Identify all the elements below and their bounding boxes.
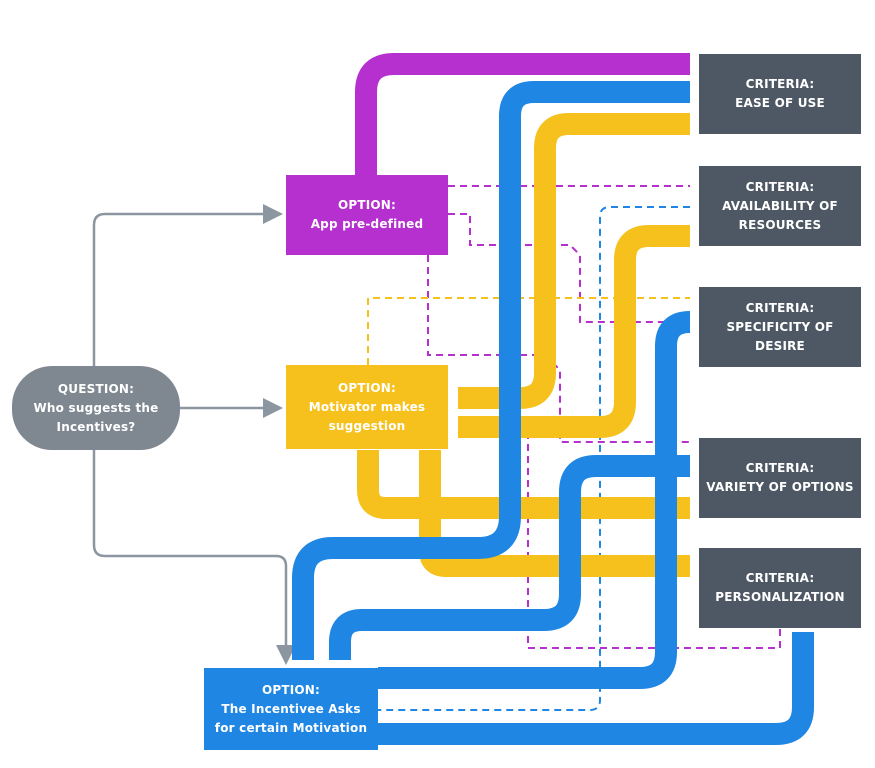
criteria-text-line2: DESIRE (755, 338, 805, 353)
connector-to-app (92, 204, 283, 368)
question-connectors (92, 204, 296, 665)
option-label: OPTION: (261, 682, 321, 697)
criteria-label: CRITERIA: (745, 461, 815, 475)
question-label: QUESTION: (57, 381, 135, 396)
question-text-line1: Who suggests the (33, 400, 159, 415)
criteria-label: CRITERIA: (745, 300, 815, 315)
criteria-text-line2: RESOURCES (738, 217, 822, 232)
criteria-label: CRITERIA: (745, 571, 815, 585)
option-incentivee-asks: OPTION: The Incentivee Asks for certain … (204, 668, 378, 750)
connector-to-incentivee (92, 450, 296, 665)
purple-bands (355, 53, 690, 176)
option-text-line2: for certain Motivation (214, 720, 368, 735)
option-text-line1: The Incentivee Asks (221, 701, 361, 716)
criteria-label: CRITERIA: (745, 77, 815, 91)
question-text-line2: Incentives? (56, 419, 136, 434)
option-label: OPTION: (337, 198, 397, 212)
criteria-variety-of-options: CRITERIA: VARIETY OF OPTIONS (699, 438, 861, 518)
criteria-text-line1: AVAILABILITY OF (722, 198, 838, 213)
criteria-label: CRITERIA: (745, 179, 815, 194)
criteria-ease-of-use: CRITERIA: EASE OF USE (699, 54, 861, 134)
criteria-text-line1: SPECIFICITY OF (726, 319, 834, 334)
dashed-purple-links (427, 185, 781, 649)
criteria-text: VARIETY OF OPTIONS (706, 480, 854, 494)
option-text: App pre-defined (310, 217, 424, 231)
criteria-specificity-of-desire: CRITERIA: SPECIFICITY OF DESIRE (699, 287, 861, 367)
option-text-line2: suggestion (328, 418, 406, 433)
option-text-line1: Motivator makes (308, 399, 426, 414)
criteria-personalization: CRITERIA: PERSONALIZATION (699, 548, 861, 628)
blue-bands (292, 81, 814, 745)
criteria-text: EASE OF USE (735, 96, 825, 110)
question-node: QUESTION: Who suggests the Incentives? (12, 366, 180, 450)
option-app-predefined: OPTION: App pre-defined (286, 175, 448, 255)
criteria-text: PERSONALIZATION (715, 590, 845, 604)
dashed-yellow-links (367, 297, 690, 365)
option-motivator-suggestion: OPTION: Motivator makes suggestion (286, 365, 448, 449)
criteria-availability-of-resources: CRITERIA: AVAILABILITY OF RESOURCES (699, 166, 861, 246)
option-label: OPTION: (337, 380, 397, 395)
